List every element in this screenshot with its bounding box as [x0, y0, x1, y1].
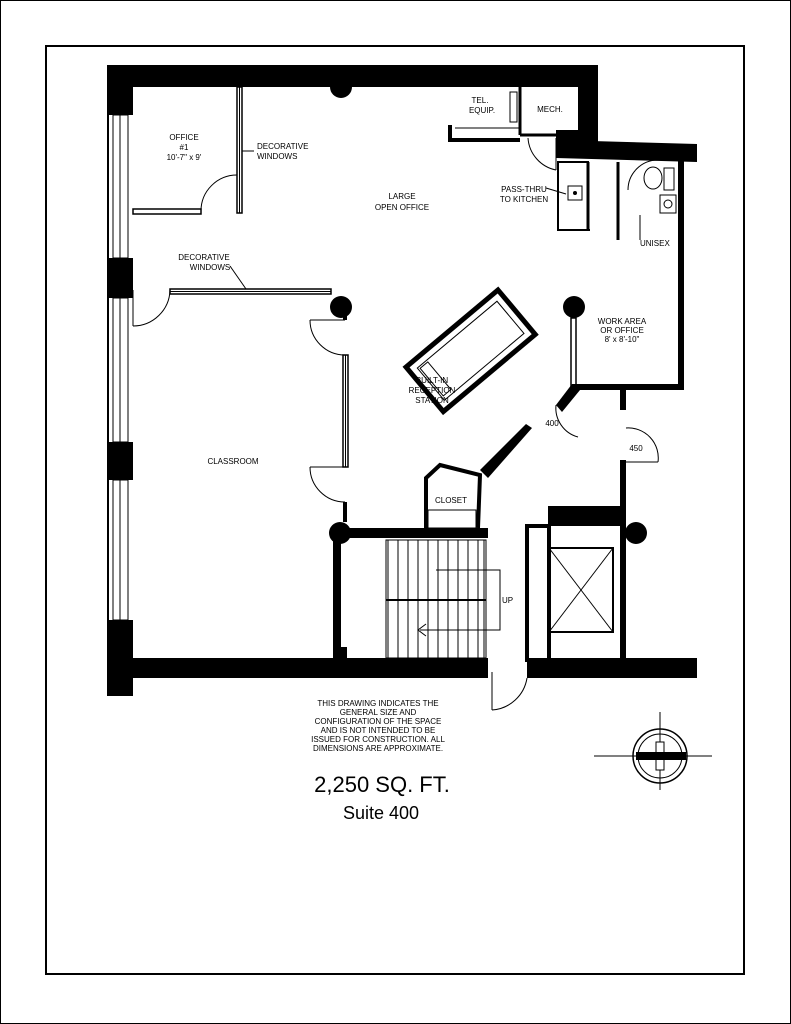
stairs-up-label: UP — [502, 596, 513, 605]
interior-partitions — [132, 86, 677, 711]
stair-arrow — [417, 569, 501, 637]
reception-station — [402, 286, 539, 416]
reception-label-1: BUILT-IN — [416, 376, 449, 385]
disclaimer-line-4: AND IS NOT INTENDED TO BE — [321, 726, 436, 735]
work-area-label-3: 8' x 8'-10" — [605, 335, 640, 344]
door-400-label: 400 — [545, 419, 559, 428]
area-title: 2,250 SQ. FT. — [314, 772, 450, 797]
disclaimer: THIS DRAWING INDICATES THE GENERAL SIZE … — [311, 699, 445, 753]
office1-label-2: #1 — [180, 143, 189, 152]
large-open-office-label-1: LARGE — [388, 192, 415, 201]
disclaimer-line-5: ISSUED FOR CONSTRUCTION. ALL — [311, 735, 445, 744]
disclaimer-line-1: THIS DRAWING INDICATES THE — [317, 699, 438, 708]
tel-equip-label-1: TEL. — [472, 96, 489, 105]
work-area-label-2: OR OFFICE — [600, 326, 644, 335]
reception-label-2: RECEPTION — [409, 386, 456, 395]
classroom-label: CLASSROOM — [207, 457, 258, 466]
large-open-office-label-2: OPEN OFFICE — [375, 203, 429, 212]
room-labels: OFFICE #1 10'-7" x 9' DECORATIVE WINDOWS… — [167, 96, 671, 605]
north-arrow-icon — [594, 712, 712, 790]
disclaimer-line-6: DIMENSIONS ARE APPROXIMATE. — [313, 744, 443, 753]
door-450-label: 450 — [629, 444, 643, 453]
stairs — [385, 539, 487, 659]
closet-label: CLOSET — [435, 496, 467, 505]
disclaimer-line-3: CONFIGURATION OF THE SPACE — [315, 717, 442, 726]
decorative-windows-top-label-1: DECORATIVE — [257, 142, 308, 151]
office1-label-1: OFFICE — [169, 133, 198, 142]
unisex-label: UNISEX — [640, 239, 670, 248]
plan-frame — [45, 45, 745, 975]
pass-thru-label-1: PASS-THRU — [501, 185, 547, 194]
mech-label: MECH. — [537, 105, 563, 114]
work-area-label-1: WORK AREA — [598, 317, 647, 326]
decorative-windows-top-label-2: WINDOWS — [257, 152, 297, 161]
reception-label-3: STATION — [415, 396, 449, 405]
decorative-windows-left-label-1: DECORATIVE — [178, 253, 229, 262]
exterior-walls — [107, 65, 697, 696]
pass-thru-label-2: TO KITCHEN — [500, 195, 549, 204]
disclaimer-line-2: GENERAL SIZE AND — [340, 708, 417, 717]
office1-label-3: 10'-7" x 9' — [167, 153, 202, 162]
tel-equip-label-2: EQUIP. — [469, 106, 495, 115]
decorative-windows-left-label-2: WINDOWS — [190, 263, 230, 272]
suite-title: Suite 400 — [343, 803, 419, 823]
